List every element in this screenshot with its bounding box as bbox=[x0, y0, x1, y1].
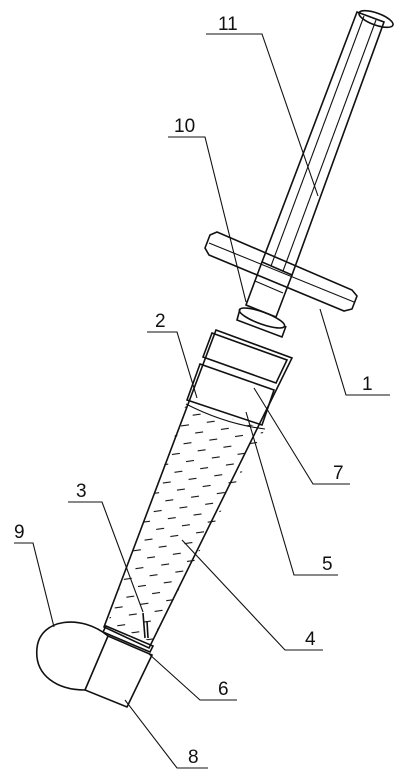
label-5: 5 bbox=[322, 554, 333, 575]
label-8: 8 bbox=[188, 747, 199, 768]
label-2: 2 bbox=[155, 311, 166, 332]
reference-labels: 11 10 1 2 7 5 3 4 6 9 8 bbox=[14, 14, 373, 768]
label-1: 1 bbox=[362, 374, 373, 395]
plunger-ring bbox=[236, 307, 287, 339]
liquid-fill bbox=[108, 403, 266, 642]
label-6: 6 bbox=[218, 679, 229, 700]
syringe-barrel bbox=[102, 328, 294, 650]
nozzle-cap bbox=[83, 634, 154, 709]
rubber-bulb bbox=[36, 621, 109, 691]
powder-layer bbox=[185, 362, 276, 427]
label-11: 11 bbox=[218, 14, 238, 35]
label-3: 3 bbox=[76, 481, 87, 502]
label-9: 9 bbox=[14, 522, 25, 543]
leader-lines bbox=[14, 33, 390, 769]
plunger-rod bbox=[244, 9, 394, 319]
finger-flange bbox=[204, 231, 358, 312]
piston-stopper bbox=[201, 331, 289, 384]
label-4: 4 bbox=[305, 629, 316, 650]
needle-tip bbox=[101, 612, 155, 654]
label-10: 10 bbox=[174, 116, 195, 137]
label-7: 7 bbox=[333, 463, 344, 484]
